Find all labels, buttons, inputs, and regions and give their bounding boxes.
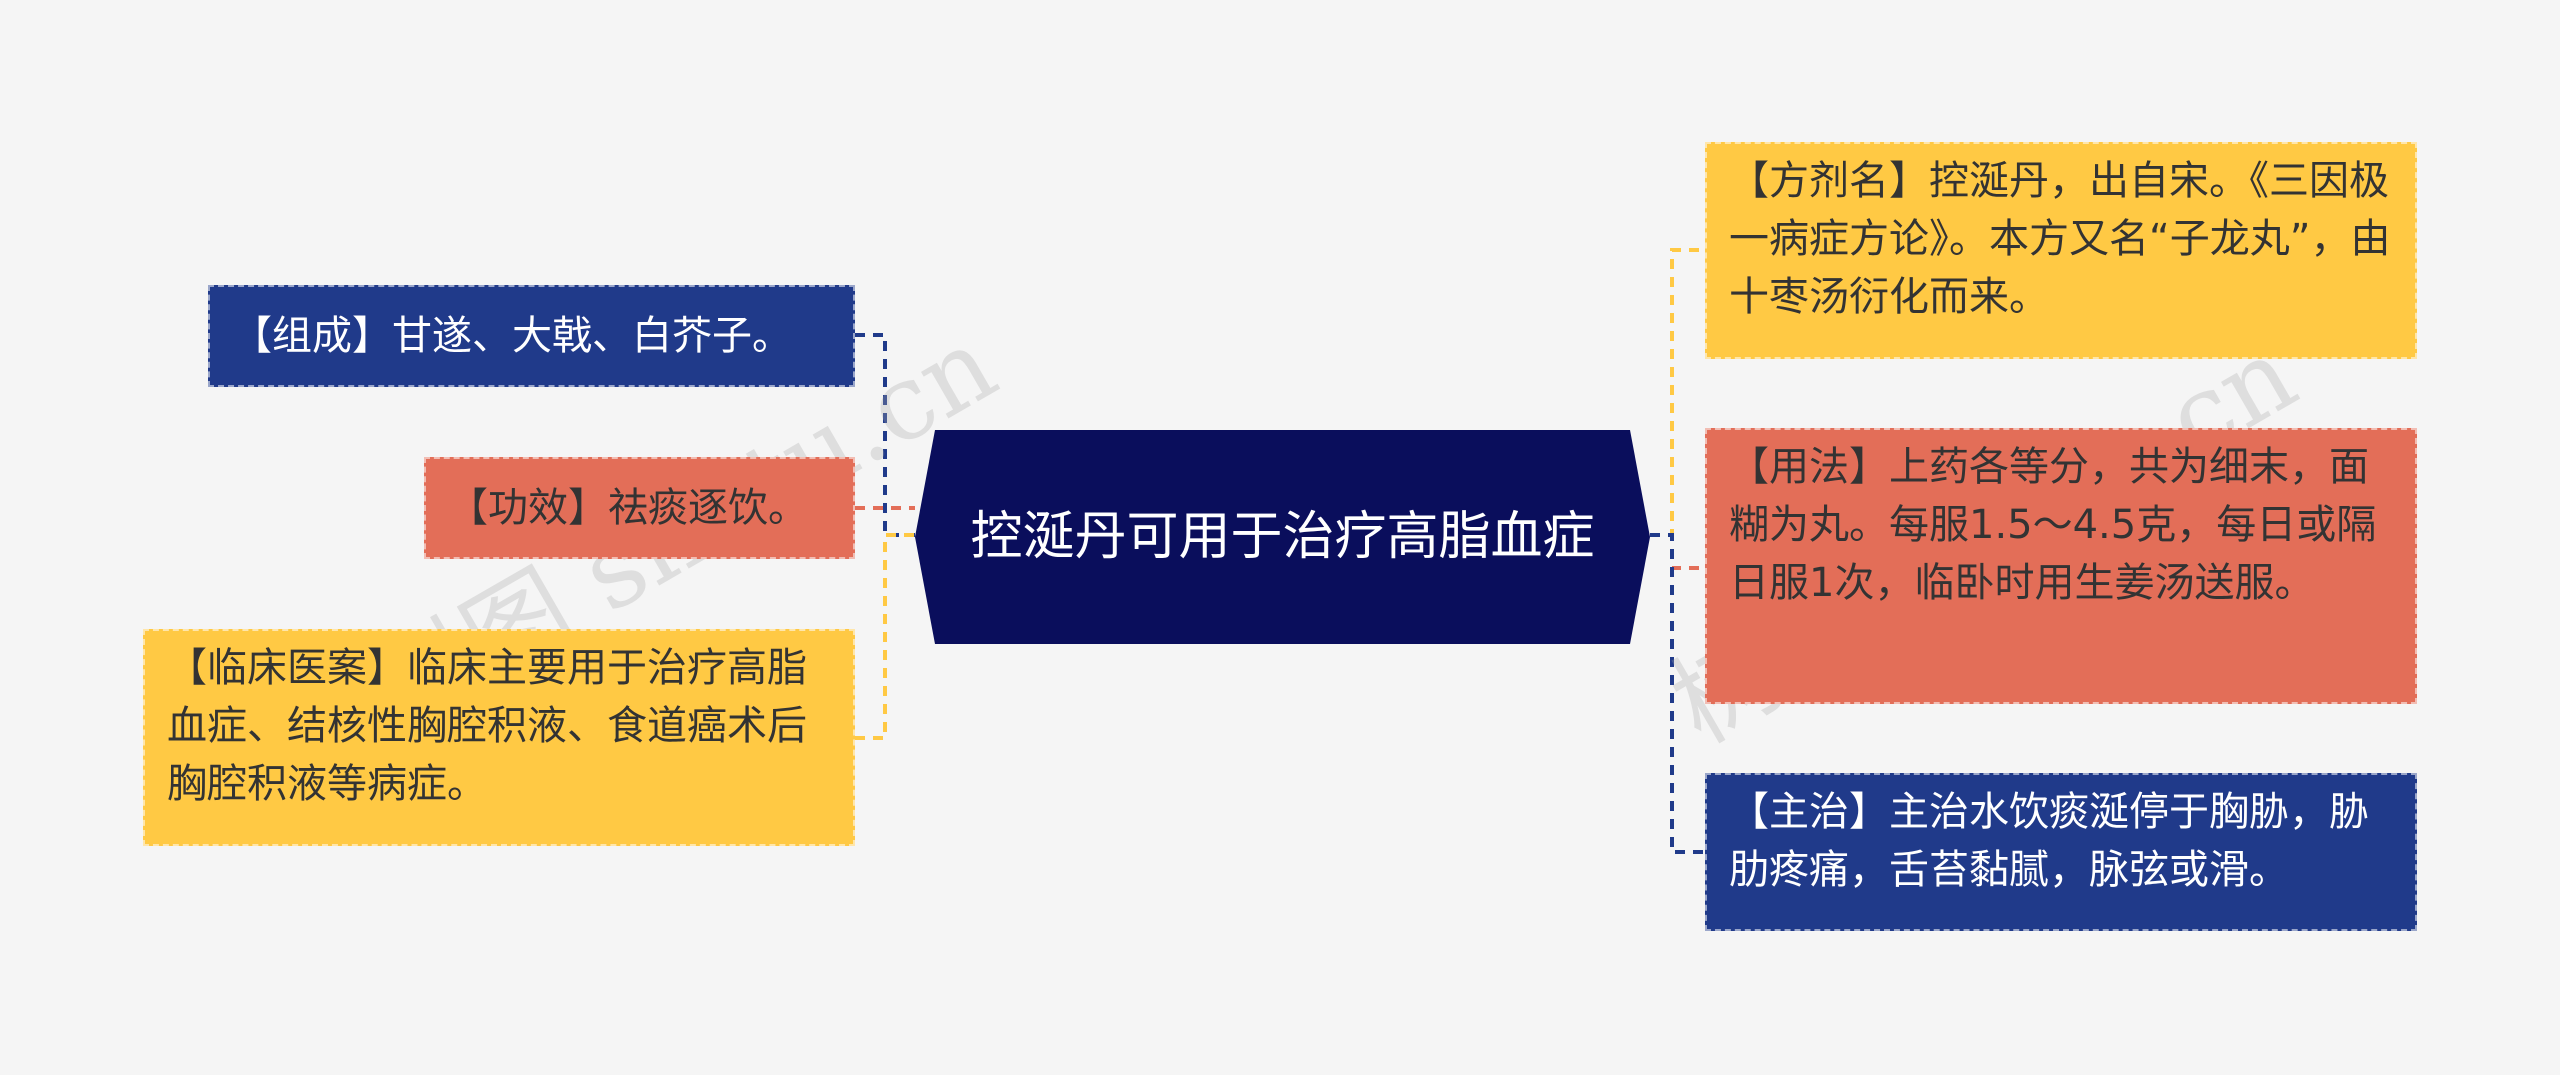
- node-clinical[interactable]: 【临床医案】临床主要用于治疗高脂血症、结核性胸腔积液、食道癌术后胸腔积液等病症。: [143, 629, 855, 846]
- node-efficacy-text: 【功效】祛痰逐饮。: [448, 485, 808, 531]
- connector-composition: [855, 333, 915, 537]
- node-indication-text: 【主治】主治水饮痰涎停于胸胁，胁肋疼痛，舌苔黏腻，脉弦或滑。: [1729, 789, 2369, 893]
- node-efficacy[interactable]: 【功效】祛痰逐饮。: [424, 457, 855, 559]
- connector-indication: [1650, 533, 1705, 854]
- node-usage[interactable]: 【用法】上药各等分，共为细末，面糊为丸。每服1.5～4.5克，每日或隔日服1次，…: [1705, 428, 2417, 704]
- node-composition[interactable]: 【组成】甘遂、大戟、白芥子。: [208, 285, 855, 387]
- center-topic[interactable]: 控涎丹可用于治疗高脂血症: [915, 430, 1650, 644]
- connector-usage: [1650, 533, 1705, 570]
- node-indication[interactable]: 【主治】主治水饮痰涎停于胸胁，胁肋疼痛，舌苔黏腻，脉弦或滑。: [1705, 773, 2417, 931]
- node-usage-text: 【用法】上药各等分，共为细末，面糊为丸。每服1.5～4.5克，每日或隔日服1次，…: [1729, 444, 2377, 606]
- node-composition-text: 【组成】甘遂、大戟、白芥子。: [232, 313, 792, 359]
- center-topic-title: 控涎丹可用于治疗高脂血症: [970, 507, 1595, 567]
- connector-formula-name: [1650, 248, 1705, 537]
- center-topic-shape: [915, 430, 1650, 644]
- node-clinical-text: 【临床医案】临床主要用于治疗高脂血症、结核性胸腔积液、食道癌术后胸腔积液等病症。: [167, 645, 807, 807]
- node-formula-name[interactable]: 【方剂名】控涎丹，出自宋。《三因极一病症方论》。本方又名“子龙丸”，由十枣汤衍化…: [1705, 142, 2417, 359]
- node-formula-name-text: 【方剂名】控涎丹，出自宋。《三因极一病症方论》。本方又名“子龙丸”，由十枣汤衍化…: [1729, 158, 2391, 320]
- connector-clinical: [855, 533, 915, 740]
